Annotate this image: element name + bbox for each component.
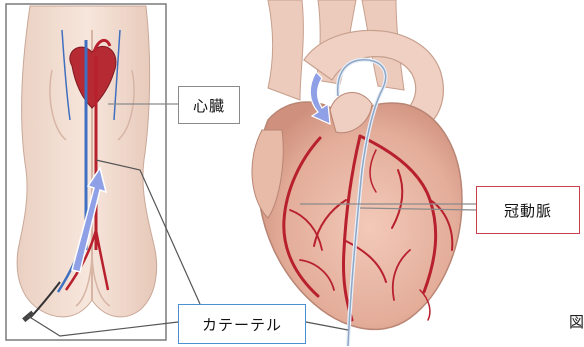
coronary-artery-label-text: 冠動脈 [504,200,552,221]
heart-label: 心臓 [178,86,240,124]
catheter-label: カテーテル [178,304,306,344]
heart-label-text: 心臓 [193,95,225,116]
figure-label: 図 [569,311,584,332]
catheter-leader-line-3 [306,322,348,330]
body-panel [6,4,166,340]
coronary-artery-label: 冠動脈 [476,186,580,234]
catheter-label-text: カテーテル [202,314,282,335]
large-heart-illustration [252,0,462,346]
